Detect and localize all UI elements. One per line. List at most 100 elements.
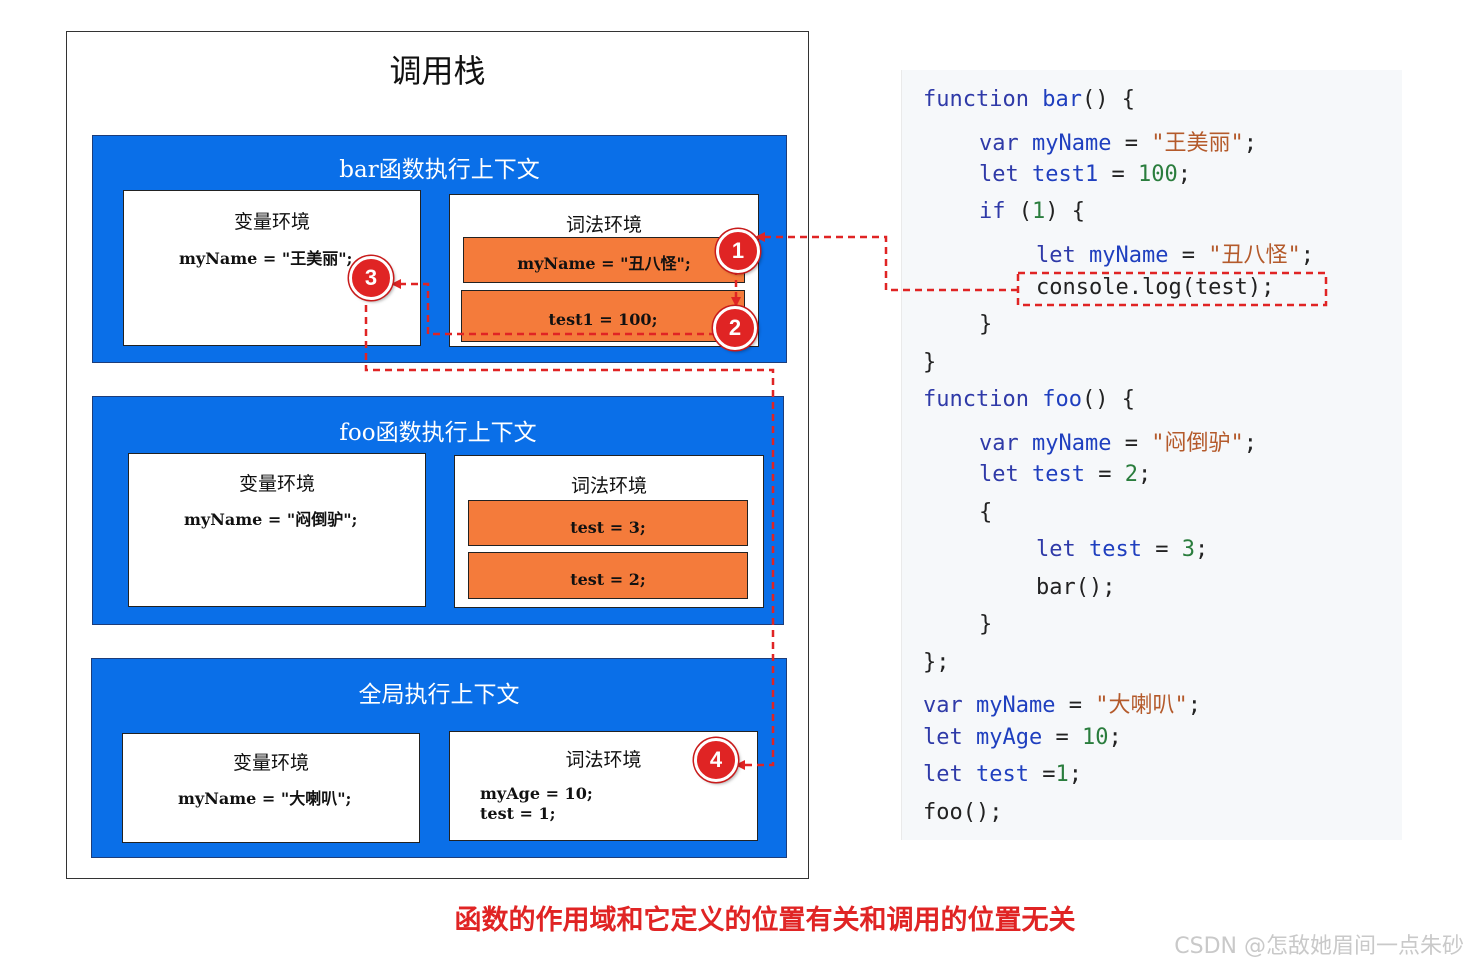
- code-punct: ;: [1068, 762, 1082, 787]
- foo-lex-block-test3: test = 3;: [468, 500, 748, 546]
- code-line: let test = 2;: [979, 462, 1151, 487]
- global-lex-test: test = 1;: [480, 804, 556, 823]
- bar-variable-env-title: 变量环境: [233, 211, 310, 233]
- foo-variable-env-title: 变量环境: [238, 473, 315, 495]
- code-identifier: test: [1032, 462, 1085, 487]
- code-line: function foo() {: [923, 387, 1135, 412]
- code-punct: ;: [1177, 162, 1191, 187]
- code-number: 10: [1081, 725, 1109, 750]
- code-identifier: test1: [1032, 162, 1099, 187]
- code-line: let myName = "丑八怪";: [1036, 237, 1314, 269]
- code-operator: =: [1084, 462, 1125, 487]
- code-line: };: [923, 650, 950, 675]
- code-line: let test =1;: [923, 762, 1082, 787]
- code-line: var myName = "大喇叭";: [923, 687, 1201, 719]
- call-stack-title: 调用栈: [389, 52, 486, 90]
- foo-lexical-env-title: 词法环境: [570, 475, 647, 497]
- code-number: 1: [1032, 199, 1046, 224]
- code-keyword: function: [923, 87, 1029, 112]
- code-keyword: let: [979, 462, 1019, 487]
- step-3-badge: 3: [349, 256, 393, 300]
- step-2-badge: 2: [713, 306, 757, 350]
- code-number: 1: [1055, 762, 1069, 787]
- code-keyword: let: [979, 162, 1019, 187]
- code-keyword: var: [979, 431, 1019, 456]
- code-line: if (1) {: [979, 199, 1085, 224]
- code-identifier: myName: [1032, 131, 1112, 156]
- code-string: "闷倒驴": [1151, 431, 1244, 456]
- code-line: bar();: [1036, 575, 1116, 600]
- code-keyword: let: [923, 762, 963, 787]
- global-lexical-environment: 词法环境 myAge = 10; test = 1;: [449, 731, 758, 841]
- code-operator: =: [1111, 131, 1152, 156]
- code-operator: =: [1111, 431, 1152, 456]
- foo-variable-environment: 变量环境 myName = "闷倒驴";: [128, 453, 426, 607]
- code-operator: =: [1168, 243, 1209, 268]
- code-line: let test1 = 100;: [979, 162, 1191, 187]
- code-punct: ;: [1137, 462, 1152, 487]
- code-operator: =: [1042, 725, 1082, 750]
- code-identifier: bar: [1042, 87, 1082, 112]
- console-log-highlight: [1016, 271, 1328, 307]
- global-var-myname: myName = "大喇叭";: [178, 789, 352, 808]
- code-line: var myName = "王美丽";: [979, 125, 1257, 157]
- code-operator: =: [1098, 162, 1138, 187]
- code-keyword: var: [979, 131, 1019, 156]
- code-keyword: var: [923, 693, 963, 718]
- code-identifier: test: [976, 762, 1029, 787]
- bar-variable-environment: 变量环境 myName = "王美丽";: [123, 190, 421, 346]
- arrow-to-step-1: [755, 232, 1018, 292]
- code-operator: =: [1028, 762, 1056, 787]
- code-line: var myName = "闷倒驴";: [979, 425, 1257, 457]
- code-keyword: function: [923, 387, 1029, 412]
- code-punct: ;: [1108, 725, 1122, 750]
- code-keyword: let: [1036, 243, 1076, 268]
- code-number: 100: [1137, 162, 1178, 187]
- code-punct: ;: [1300, 243, 1314, 268]
- foo-context-title: foo函数执行上下文: [339, 420, 537, 446]
- code-line: }: [923, 350, 937, 375]
- code-identifier: test: [1089, 537, 1142, 562]
- code-string: "丑八怪": [1208, 243, 1301, 268]
- bar-lex-block-myname: myName = "丑八怪";: [463, 237, 745, 283]
- caption: 函数的作用域和它定义的位置有关和调用的位置无关: [454, 905, 1076, 936]
- code-punct: ;: [1187, 693, 1201, 718]
- code-identifier: myAge: [976, 725, 1043, 750]
- code-panel: [901, 70, 1402, 840]
- global-variable-environment: 变量环境 myName = "大喇叭";: [122, 733, 420, 843]
- bar-var-myname: myName = "王美丽";: [179, 249, 353, 268]
- watermark: CSDN @怎敌她眉间一点朱砂: [1174, 934, 1464, 959]
- code-operator: =: [1141, 537, 1182, 562]
- code-punct: ;: [1194, 537, 1209, 562]
- step-1-badge: 1: [716, 229, 760, 273]
- code-punct: () {: [1081, 87, 1135, 112]
- code-punct: ;: [1243, 131, 1257, 156]
- code-line-console-log: console.log(test);: [1036, 275, 1275, 300]
- global-lex-myage: myAge = 10;: [480, 784, 593, 803]
- code-string: "王美丽": [1151, 131, 1244, 156]
- code-punct: (: [1005, 199, 1032, 224]
- global-lexical-env-title: 词法环境: [565, 749, 642, 771]
- bar-context-title: bar函数执行上下文: [339, 157, 540, 183]
- arrow-to-step-4: [364, 293, 775, 770]
- code-line: function bar() {: [923, 87, 1135, 112]
- bar-lexical-env-title: 词法环境: [565, 214, 642, 236]
- code-punct: ;: [1243, 431, 1257, 456]
- foo-var-myname: myName = "闷倒驴";: [184, 510, 358, 529]
- code-identifier: foo: [1042, 387, 1082, 412]
- code-line: let test = 3;: [1036, 537, 1208, 562]
- code-string: "大喇叭": [1095, 693, 1188, 718]
- code-identifier: myName: [976, 693, 1056, 718]
- code-keyword: let: [1036, 537, 1076, 562]
- code-keyword: if: [979, 199, 1006, 224]
- code-line: }: [979, 612, 993, 637]
- code-punct: ) {: [1045, 199, 1085, 224]
- code-identifier: myName: [1032, 431, 1112, 456]
- code-line: let myAge = 10;: [923, 725, 1122, 750]
- global-variable-env-title: 变量环境: [232, 752, 309, 774]
- code-line: {: [979, 500, 993, 525]
- code-punct: () {: [1081, 387, 1135, 412]
- code-line: foo();: [923, 800, 1003, 825]
- arrow-to-step-3: [391, 279, 716, 336]
